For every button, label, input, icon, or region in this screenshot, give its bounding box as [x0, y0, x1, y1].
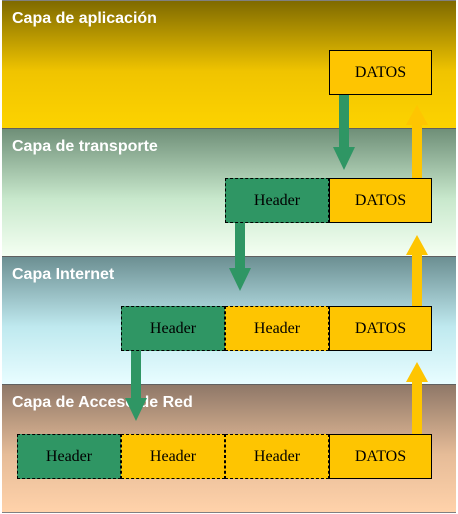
- decapsulation-up-arrow: [406, 105, 428, 178]
- transport-header-box: Header: [225, 178, 329, 223]
- decapsulation-up-arrow: [406, 362, 428, 434]
- decapsulation-up-arrow: [406, 235, 428, 306]
- encapsulation-down-arrow: [229, 223, 251, 291]
- encapsulation-down-arrow: [333, 95, 355, 170]
- transport-header-box: Header: [225, 306, 329, 351]
- layer-title: Capa de Acceso de Red: [12, 394, 193, 411]
- internet-header-box: Header: [121, 434, 225, 479]
- encapsulation-down-arrow: [125, 351, 147, 421]
- layer-title: Capa de transporte: [12, 138, 158, 155]
- network-header-box: Header: [17, 434, 121, 479]
- layer-title: Capa Internet: [12, 266, 115, 283]
- datos-box: DATOS: [329, 306, 432, 351]
- datos-box: DATOS: [329, 434, 432, 479]
- layer-title: Capa de aplicación: [12, 10, 157, 27]
- datos-box: DATOS: [329, 178, 432, 223]
- datos-box: DATOS: [329, 50, 432, 95]
- internet-header-box: Header: [121, 306, 225, 351]
- transport-header-box: Header: [225, 434, 329, 479]
